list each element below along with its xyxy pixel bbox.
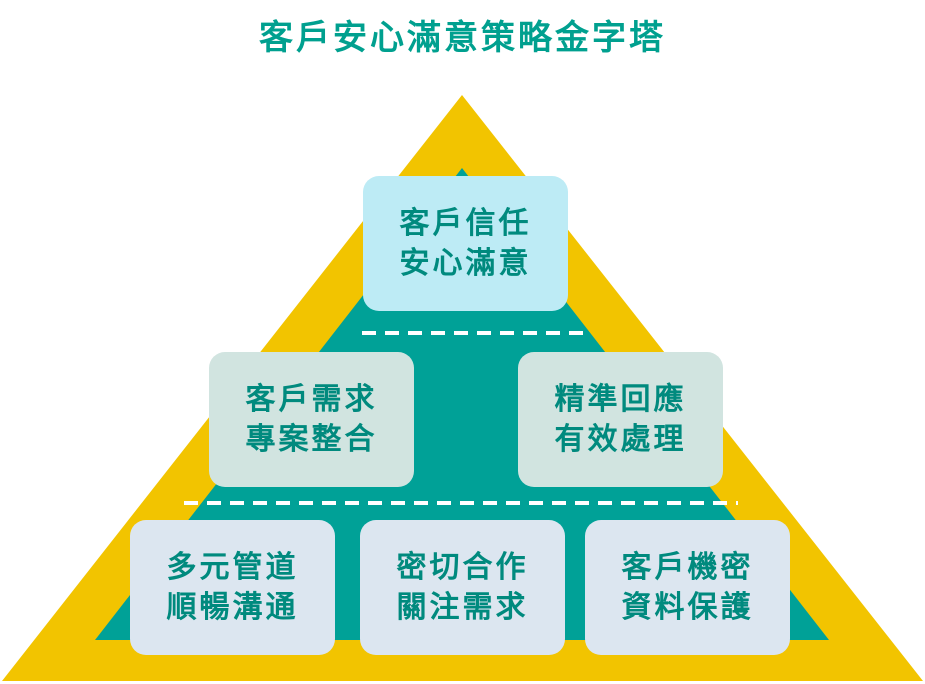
box-line-1: 密切合作 bbox=[396, 549, 529, 585]
box-line-1: 精準回應 bbox=[554, 381, 687, 417]
box-line-1: 客戶信任 bbox=[399, 205, 532, 241]
box-line-1: 客戶機密 bbox=[621, 549, 754, 585]
box-line-2: 關注需求 bbox=[396, 589, 529, 625]
tier-bottom-box-left: 多元管道 順暢溝通 bbox=[130, 520, 335, 655]
box-line-2: 順暢溝通 bbox=[166, 589, 299, 625]
box-line-1: 多元管道 bbox=[166, 549, 299, 585]
box-line-2: 安心滿意 bbox=[399, 245, 532, 281]
tier-bottom-box-middle: 密切合作 關注需求 bbox=[360, 520, 565, 655]
tier-bottom-box-right: 客戶機密 資料保護 bbox=[585, 520, 790, 655]
tier-middle-box-right: 精準回應 有效處理 bbox=[518, 352, 723, 487]
box-line-2: 資料保護 bbox=[621, 589, 754, 625]
box-line-1: 客戶需求 bbox=[245, 381, 378, 417]
diagram-title: 客戶安心滿意策略金字塔 bbox=[259, 18, 666, 58]
box-line-2: 專案整合 bbox=[245, 421, 378, 457]
tier-top-box: 客戶信任 安心滿意 bbox=[363, 176, 568, 311]
box-line-2: 有效處理 bbox=[554, 421, 687, 457]
tier-middle-box-left: 客戶需求 專案整合 bbox=[209, 352, 414, 487]
